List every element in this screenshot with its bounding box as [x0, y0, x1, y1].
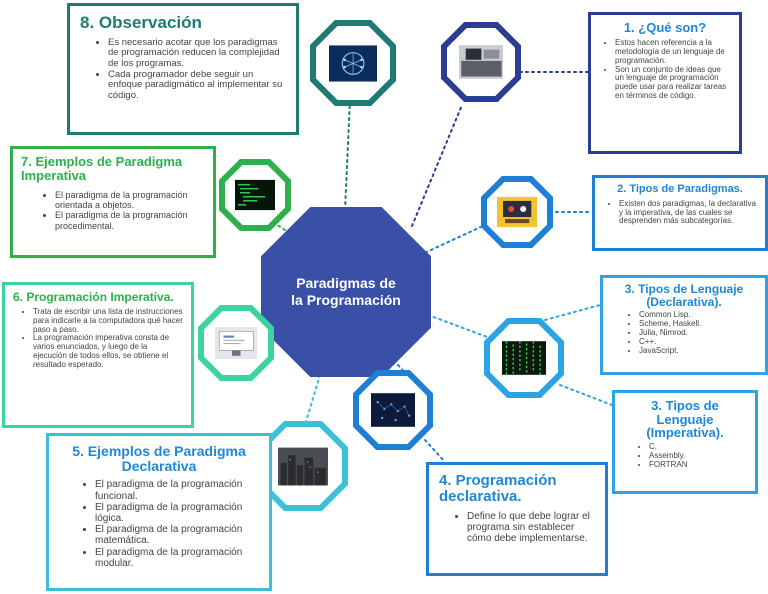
programacion-imperativa-box: 6. Programación Imperativa. Trata de esc… [2, 282, 194, 428]
connector-lenguaje-octagon [427, 314, 491, 339]
que-son-title: 1. ¿Qué son? [623, 20, 707, 35]
ejemplos-declarativa-octagon [258, 421, 348, 511]
observacion-item: Cada programador debe seguir un enfoque … [108, 69, 286, 102]
ai-brain-icon [328, 44, 378, 82]
ejemplos-imperativa-box: 7. Ejemplos de Paradigma Imperativa El p… [10, 146, 216, 258]
lenguaje-declarativa-title: 3. Tipos de Lenguaje (Declarativa). [624, 282, 744, 309]
ejemplos-declarativa-item: El paradigma de la programación modular. [95, 547, 259, 569]
declarativa-octagon [353, 370, 433, 450]
ejemplos-declarativa-box: 5. Ejemplos de Paradigma Declarativa El … [46, 433, 272, 591]
ejemplos-declarativa-item: El paradigma de la programación matemáti… [95, 524, 259, 546]
tipos-box: 2. Tipos de Paradigmas. Existen dos para… [592, 175, 768, 251]
imperativa-octagon [198, 305, 274, 381]
lenguaje-imperativa-item: Assembly. [649, 451, 747, 461]
lenguaje-declarativa-item: JavaScript. [639, 346, 757, 356]
lenguaje-declarativa-item: Common Lisp. [639, 310, 757, 320]
lenguaje-declarativa-item: Scheme, Haskell. [639, 319, 757, 329]
programacion-imperativa-title: 6. Programación Imperativa. [13, 290, 174, 304]
central-topic-node: Paradigmas de la Programación [261, 207, 431, 377]
tipos-item: Existen dos paradigmas, la declarativa y… [619, 199, 757, 227]
lenguaje-octagon [484, 318, 564, 398]
central-topic-title: Paradigmas de la Programación [291, 275, 401, 308]
connector-declarativa-box [424, 439, 446, 463]
lenguaje-imperativa-box: 3. Tipos de Lenguaje (Imperativa). C. As… [612, 390, 758, 494]
programacion-declarativa-item: Define lo que debe lograr el programa si… [467, 511, 595, 545]
ejemplos-imperativa-octagon [219, 159, 291, 231]
programacion-imperativa-item: Trata de escribir una lista de instrucci… [33, 307, 183, 335]
observacion-title: 8. Observación [80, 13, 202, 32]
programacion-imperativa-item: La programación imperativa consta de var… [33, 333, 183, 370]
que-son-octagon [441, 22, 521, 102]
que-son-item: Estos hacen referencia a la metodología … [615, 38, 731, 66]
city-photo-icon [277, 447, 329, 485]
ejemplos-imperativa-item: El paradigma de la programación procedim… [55, 210, 205, 230]
que-son-item: Son un conjunto de ideas que un lenguaje… [615, 65, 731, 102]
tipos-octagon [481, 176, 553, 248]
ejemplos-declarativa-title: 5. Ejemplos de Paradigma Declarativa [72, 443, 246, 474]
observacion-octagon [310, 20, 396, 106]
ejemplos-imperativa-title: 7. Ejemplos de Paradigma Imperativa [21, 154, 183, 183]
connector-tipos-octagon [419, 224, 486, 256]
lenguaje-imperativa-title: 3. Tipos de Lenguaje (Imperativa). [646, 398, 724, 441]
ejemplos-imperativa-item: El paradigma de la programación orientad… [55, 190, 205, 210]
connector-ejemplos-declarativa-octagon [304, 374, 321, 426]
programacion-declarativa-box: 4. Programación declarativa. Define lo q… [426, 462, 608, 576]
connector-observacion-octagon [344, 99, 351, 211]
laptop-photo-icon [458, 45, 504, 79]
lenguaje-declarativa-box: 3. Tipos de Lenguaje (Declarativa). Comm… [600, 275, 768, 375]
connector-que-son-octagon [411, 104, 463, 227]
tipos-title: 2. Tipos de Paradigmas. [617, 183, 743, 195]
que-son-box: 1. ¿Qué son? Estos hacen referencia a la… [588, 12, 742, 154]
connector-lenguaje-declarativa-box [544, 304, 601, 321]
observacion-item: Es necesario acotar que los paradigmas d… [108, 37, 286, 70]
lenguaje-imperativa-item: FORTRAN [649, 460, 747, 470]
ejemplos-declarativa-item: El paradigma de la programación lógica. [95, 502, 259, 524]
presentation-icon [496, 196, 538, 228]
connector-lenguaje-imperativa-box [559, 384, 613, 406]
observacion-box: 8. Observación Es necesario acotar que l… [67, 3, 299, 135]
lenguaje-declarativa-item: Julia, Nimrod. [639, 328, 757, 338]
lenguaje-declarativa-item: C++. [639, 337, 757, 347]
screen-mockup-icon [214, 327, 258, 359]
lenguaje-imperativa-item: C. [649, 442, 747, 452]
green-code-icon [234, 179, 276, 211]
matrix-code-icon [501, 341, 547, 375]
programacion-declarativa-title: 4. Programación declarativa. [439, 472, 557, 505]
ejemplos-declarativa-item: El paradigma de la programación funciona… [95, 479, 259, 501]
network-data-icon [370, 393, 416, 427]
